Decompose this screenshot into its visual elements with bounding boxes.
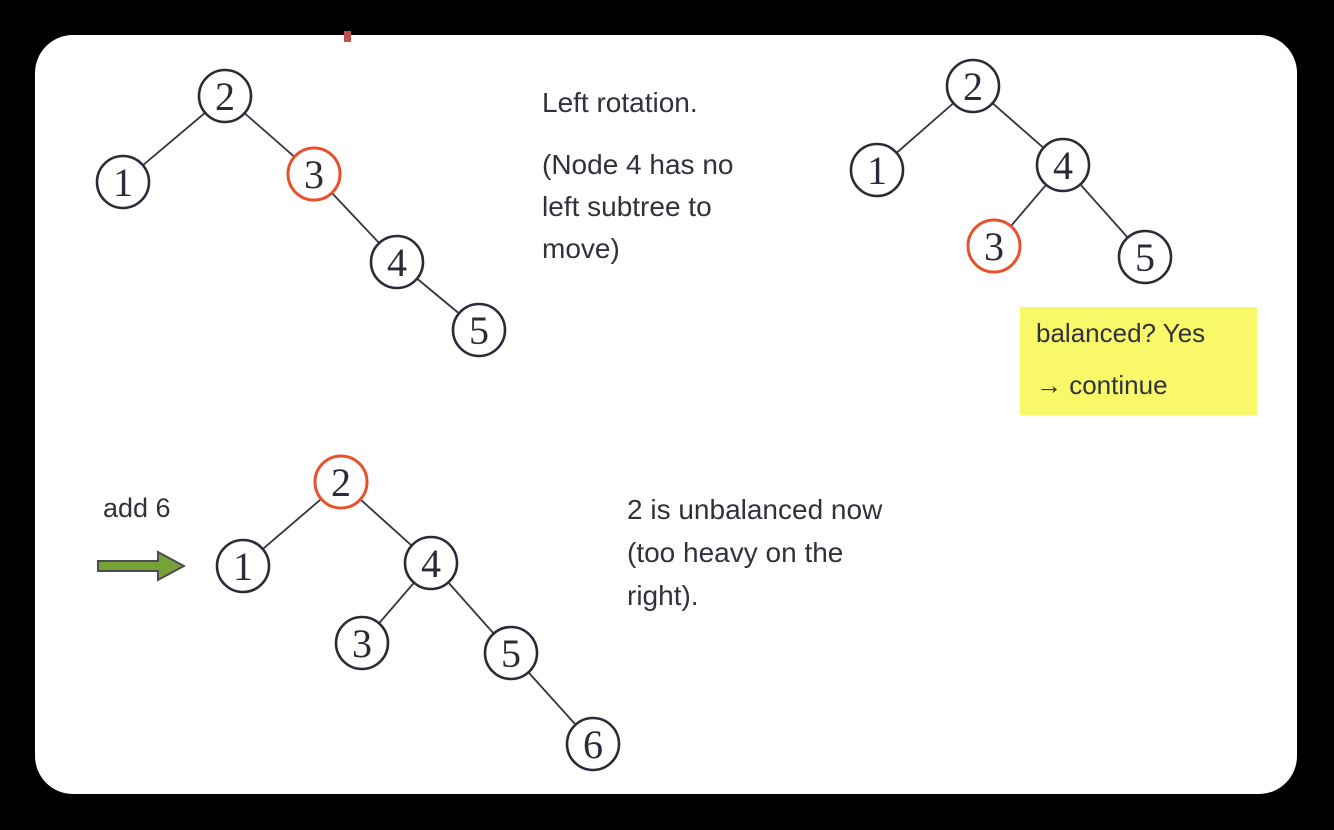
- green-arrow-shape: [97, 550, 186, 582]
- caption-left-rotation: Left rotation. (Node 4 has no left subtr…: [542, 82, 733, 270]
- text-line: move): [542, 233, 620, 264]
- caption-unbalanced-text: 2 is unbalanced now (too heavy on the ri…: [627, 488, 882, 617]
- balanced-note-box: balanced? Yes → continue: [1020, 307, 1257, 415]
- text-line: (too heavy on the: [627, 537, 844, 568]
- balanced-note-line1: balanced? Yes: [1036, 318, 1206, 348]
- caption-left-rotation-title: Left rotation.: [542, 87, 698, 118]
- add-6-label: add 6: [103, 493, 171, 523]
- text-line: left subtree to: [542, 191, 712, 222]
- balanced-note-line2: → continue: [1036, 370, 1168, 400]
- text-line: (Node 4 has no: [542, 149, 734, 180]
- green-arrow-icon: [97, 550, 186, 582]
- caption-left-rotation-note: (Node 4 has no left subtree to move): [542, 144, 733, 270]
- text-line: right).: [627, 580, 699, 611]
- caption-unbalanced: 2 is unbalanced now (too heavy on the ri…: [627, 488, 882, 617]
- text-line: 2 is unbalanced now: [627, 494, 883, 525]
- clipped-red-text-fragment: [344, 31, 351, 42]
